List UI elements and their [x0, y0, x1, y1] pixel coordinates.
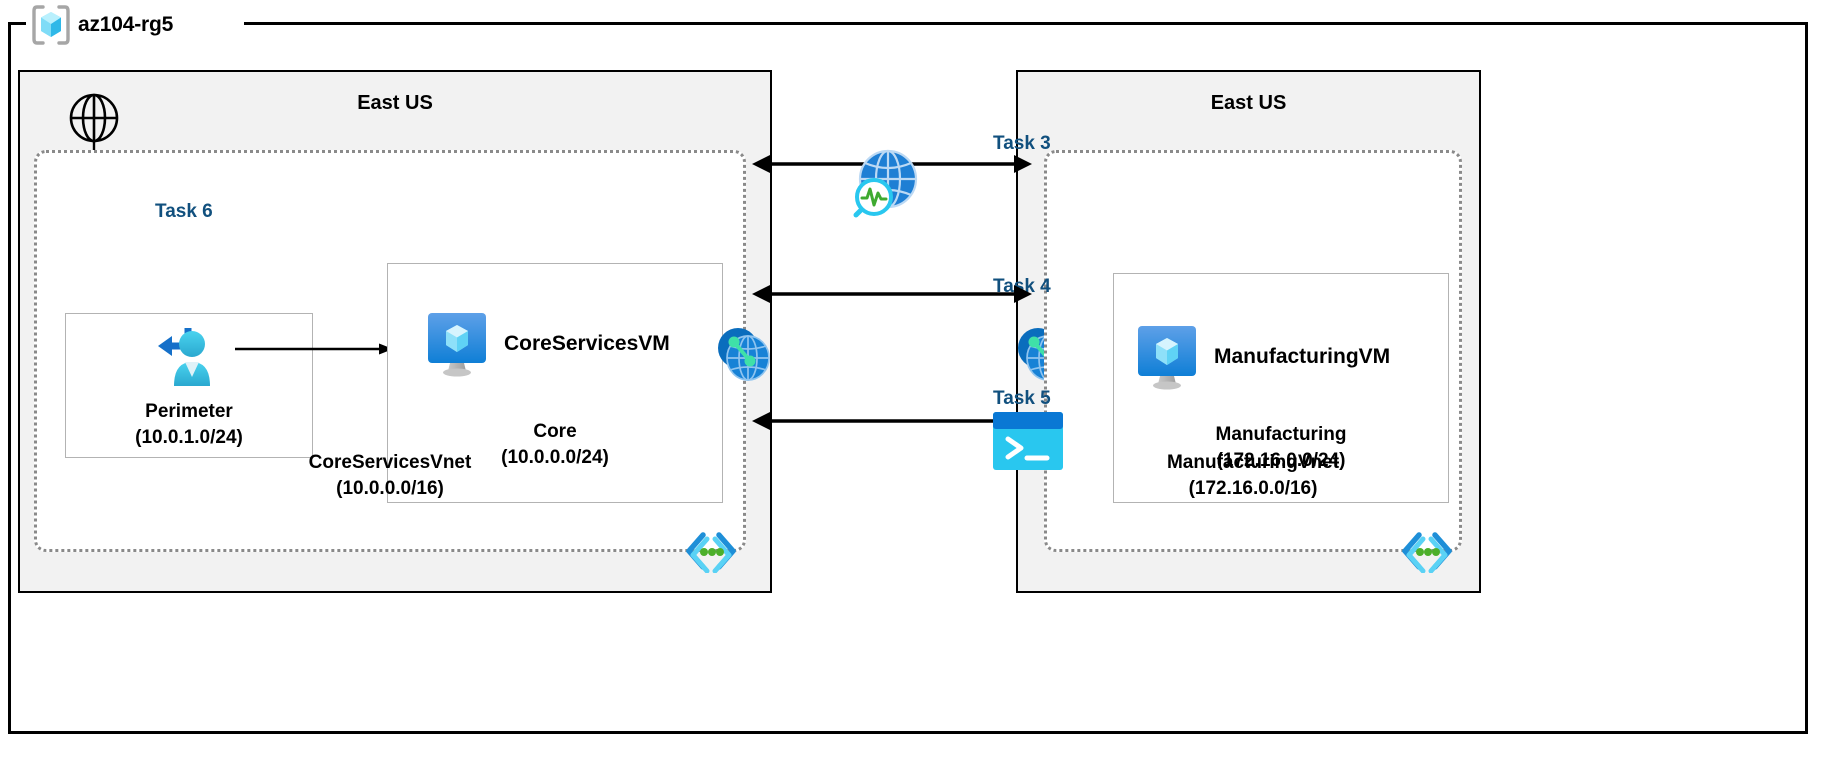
subnet-perimeter: Perimeter (10.0.1.0/24)	[65, 313, 313, 458]
vnet-core-name: CoreServicesVnet	[308, 452, 472, 473]
subnet-manufacturing-cidr: (172.16.0.0/24)	[1216, 449, 1346, 471]
region-title-left: East US	[357, 92, 433, 114]
subnet-core-cidr: (10.0.0.0/24)	[501, 446, 609, 468]
resource-group-frame	[8, 22, 1808, 734]
subnet-core-name: Core (10.0.0.0/24)	[388, 419, 722, 470]
coreservicesvm-name: CoreServicesVM	[504, 332, 670, 355]
task-label-4: Task 4	[993, 276, 1051, 297]
vnet-core-cidr: (10.0.0.0/16)	[336, 477, 444, 499]
vnet-coreservicesvnet: Task 6 Task 1	[34, 150, 746, 574]
coreservicesvm-row: CoreServicesVM	[424, 309, 670, 379]
task-label-5: Task 5	[993, 388, 1051, 409]
subnet-core-label: Core	[533, 421, 577, 442]
bastion-user-icon	[152, 324, 220, 394]
region-east-us-left: East US Task 6 Task 1	[18, 70, 772, 593]
vnet-peering-icon-left	[714, 324, 776, 386]
task-label-6: Task 6	[155, 201, 213, 222]
resource-group-name: az104-rg5	[78, 13, 174, 36]
subnet-perimeter-label: Perimeter	[145, 401, 233, 422]
virtual-machine-icon	[424, 309, 490, 379]
subnet-perimeter-cidr: (10.0.1.0/24)	[135, 426, 243, 448]
subnet-manufacturing-label: Manufacturing	[1215, 424, 1347, 445]
subnet-icon	[1399, 529, 1455, 574]
vnet-manufacturingvnet-label: ManufacturingVnet (172.16.0.0/16)	[1047, 450, 1459, 501]
resource-group-title: az104-rg5	[30, 4, 173, 46]
cloud-shell-icon	[993, 412, 1063, 470]
resource-group-title-gap	[26, 10, 244, 36]
vnet-coreservicesvnet-label: CoreServicesVnet (10.0.0.0/16)	[37, 450, 743, 501]
network-watcher-icon	[845, 143, 921, 221]
region-east-us-right: East US Task 2	[1016, 70, 1481, 593]
manufacturingvm-row: ManufacturingVM	[1134, 322, 1390, 392]
vnet-mfg-name: ManufacturingVnet	[1166, 452, 1340, 473]
region-title-right: East US	[1210, 92, 1287, 114]
globe-icon	[68, 92, 120, 144]
vnet-manufacturingvnet: Task 2	[1044, 150, 1462, 574]
task-label-3: Task 3	[993, 133, 1051, 154]
virtual-machine-icon	[1134, 322, 1200, 392]
manufacturingvm-name: ManufacturingVM	[1214, 345, 1391, 368]
subnet-manufacturing: ManufacturingVM Manufacturing (172.16.0.…	[1113, 273, 1449, 503]
subnet-core: CoreServicesVM Core (10.0.0.0/24)	[387, 263, 723, 503]
subnet-icon	[683, 529, 739, 574]
subnet-manufacturing-name: Manufacturing (172.16.0.0/24)	[1114, 422, 1448, 473]
vnet-mfg-cidr: (172.16.0.0/16)	[1188, 477, 1318, 499]
azure-resource-group-icon	[30, 4, 72, 46]
subnet-perimeter-name: Perimeter (10.0.1.0/24)	[66, 399, 312, 450]
